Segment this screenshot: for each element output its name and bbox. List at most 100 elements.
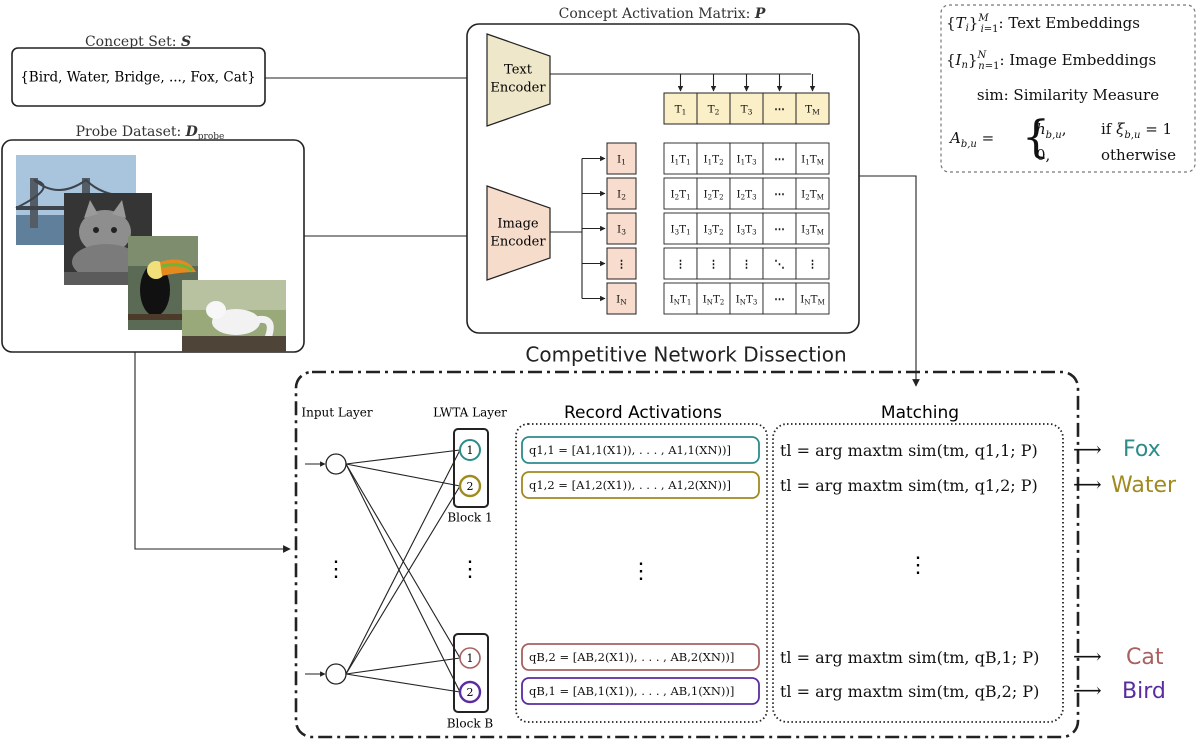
matrix-cell-label: I3T1 [670, 224, 690, 237]
image-embedding-cell [606, 212, 637, 245]
legend-brace: { [1022, 112, 1050, 163]
matrix-cell [762, 282, 797, 315]
image-encoder-label-1: Image [497, 217, 539, 232]
legend-similarity: sim: Similarity Measure [977, 86, 1159, 104]
matrix-cell-label: ⋮ [708, 259, 719, 271]
block-1-unit-1 [459, 439, 481, 461]
match-formula-2: tl = arg maxtm sim(tm, q1,2; P) [780, 476, 1038, 495]
probe-dataset-title: Probe Dataset: Dprobe [76, 124, 225, 142]
matrix-cell-label: ⋮ [741, 259, 752, 271]
record-activations-title: Record Activations [564, 403, 722, 423]
matrix-cell [729, 247, 764, 280]
matrix-cell-label: I1T2 [703, 154, 723, 167]
input-ellipsis: ⋮ [325, 557, 347, 582]
block-b-label: Block B [447, 717, 494, 731]
block-b-unit-2 [458, 680, 482, 704]
image-embedding-label: I3 [617, 224, 626, 237]
image-embedding-label: ⋮ [616, 259, 627, 271]
legend-box [940, 4, 1196, 173]
matrix-cell [663, 212, 698, 245]
concept-set-box [11, 47, 266, 107]
matrix-cell-label: INTM [800, 294, 824, 307]
matrix-cell-label: ⋱ [774, 259, 785, 271]
match-ellipsis: ⋮ [907, 553, 929, 578]
image-embedding-label: I1 [617, 154, 626, 167]
matrix-cell [729, 142, 764, 175]
result-arrow-3: ⟶ [1073, 644, 1102, 668]
legend-case2-value: 0, [1036, 146, 1050, 164]
matrix-cell-label: I3T3 [736, 224, 756, 237]
image-embedding-label: I2 [617, 189, 626, 202]
matrix-cell [696, 282, 731, 315]
block-1-unit-2 [458, 474, 482, 498]
activation-matrix-panel: Concept Activation Matrix: P Text Encode… [466, 6, 860, 334]
matrix-cell-label: ⋯ [774, 224, 785, 236]
record-activations-box [515, 423, 768, 723]
text-embedding-label: TM [805, 104, 820, 117]
matrix-cell [762, 212, 797, 245]
match-formula-1: tl = arg maxtm sim(tm, q1,1; P) [780, 441, 1038, 460]
record-box-2 [521, 471, 760, 499]
matching-title: Matching [881, 403, 959, 423]
image-embedding-cell [606, 177, 637, 210]
record-formula-1: q1,1 = [A1,1(X1)), . . . , A1,1(XN))] [529, 443, 731, 457]
matrix-cell [663, 177, 698, 210]
text-embedding-cell [729, 92, 764, 125]
matrix-cell [663, 142, 698, 175]
text-encoder: Text Encoder [486, 33, 551, 127]
matrix-cell-label: I1TM [801, 154, 824, 167]
image-embedding-cell [606, 247, 637, 280]
text-encoder-label-2: Encoder [490, 81, 546, 96]
matrix-cell [795, 177, 830, 210]
input-layer-label: Input Layer [301, 406, 373, 420]
image-embedding-cell [606, 282, 637, 315]
matrix-cell-label: I3T2 [703, 224, 723, 237]
matrix-cell-label: ⋯ [774, 154, 785, 166]
matrix-cell [795, 212, 830, 245]
match-formula-3: tl = arg maxtm sim(tm, qB,1; P) [780, 648, 1039, 667]
matrix-cell [729, 212, 764, 245]
matrix-cell [762, 142, 797, 175]
result-arrow-2: ⟶ [1073, 472, 1102, 496]
legend-case1-value: hb,u, [1036, 120, 1066, 141]
activation-matrix-title: Concept Activation Matrix: P [559, 6, 766, 22]
text-embedding-cell [696, 92, 731, 125]
concept-bird: Bird [1122, 679, 1166, 704]
block-b-unit-1-label: 1 [467, 652, 474, 665]
matrix-cell [663, 282, 698, 315]
matrix-cell [795, 247, 830, 280]
matrix-cell-label: INT2 [703, 294, 725, 307]
matrix-cell-label: I1T3 [736, 154, 756, 167]
record-formula-2: q1,2 = [A1,2(X1)), . . . , A1,2(XN))] [529, 478, 731, 492]
lwta-layer-label: LWTA Layer [433, 406, 507, 420]
record-ellipsis: ⋮ [630, 559, 652, 584]
matrix-cell-label: ⋯ [774, 189, 785, 201]
matrix-to-matching-arrow [859, 175, 920, 387]
concept-set-content: {Bird, Water, Bridge, ..., Fox, Cat} [20, 70, 256, 86]
text-embedding-cell [663, 92, 698, 125]
text-embedding-label: T2 [708, 104, 720, 117]
record-formula-4: qB,1 = [AB,1(X1)), . . . , AB,1(XN))] [529, 684, 734, 698]
text-embedding-label: T3 [741, 104, 753, 117]
matrix-cell [663, 247, 698, 280]
matrix-cell [729, 177, 764, 210]
connections [345, 449, 461, 693]
matrix-cell-label: I3TM [801, 224, 824, 237]
record-formula-3: qB,2 = [AB,2(X1)), . . . , AB,2(XN))] [529, 650, 734, 664]
text-encoder-label-1: Text [504, 63, 533, 78]
matrix-cell [729, 282, 764, 315]
record-box-1 [521, 436, 760, 464]
legend-case2-cond: otherwise [1101, 146, 1176, 164]
matrix-cell-label: ⋮ [807, 259, 818, 271]
concept-fox: Fox [1123, 437, 1161, 462]
image-encoder-label-2: Encoder [490, 235, 546, 250]
input-neuron-top [325, 453, 347, 475]
block-b-unit-2-label: 2 [467, 686, 474, 699]
matrix-cell [795, 282, 830, 315]
dissection-title: Competitive Network Dissection [525, 343, 846, 367]
concept-cat: Cat [1126, 645, 1164, 670]
block-1-unit-2-label: 2 [467, 480, 474, 493]
probe-dataset: Probe Dataset: Dprobe [1, 124, 305, 353]
matrix-cell-label: INT1 [670, 294, 692, 307]
